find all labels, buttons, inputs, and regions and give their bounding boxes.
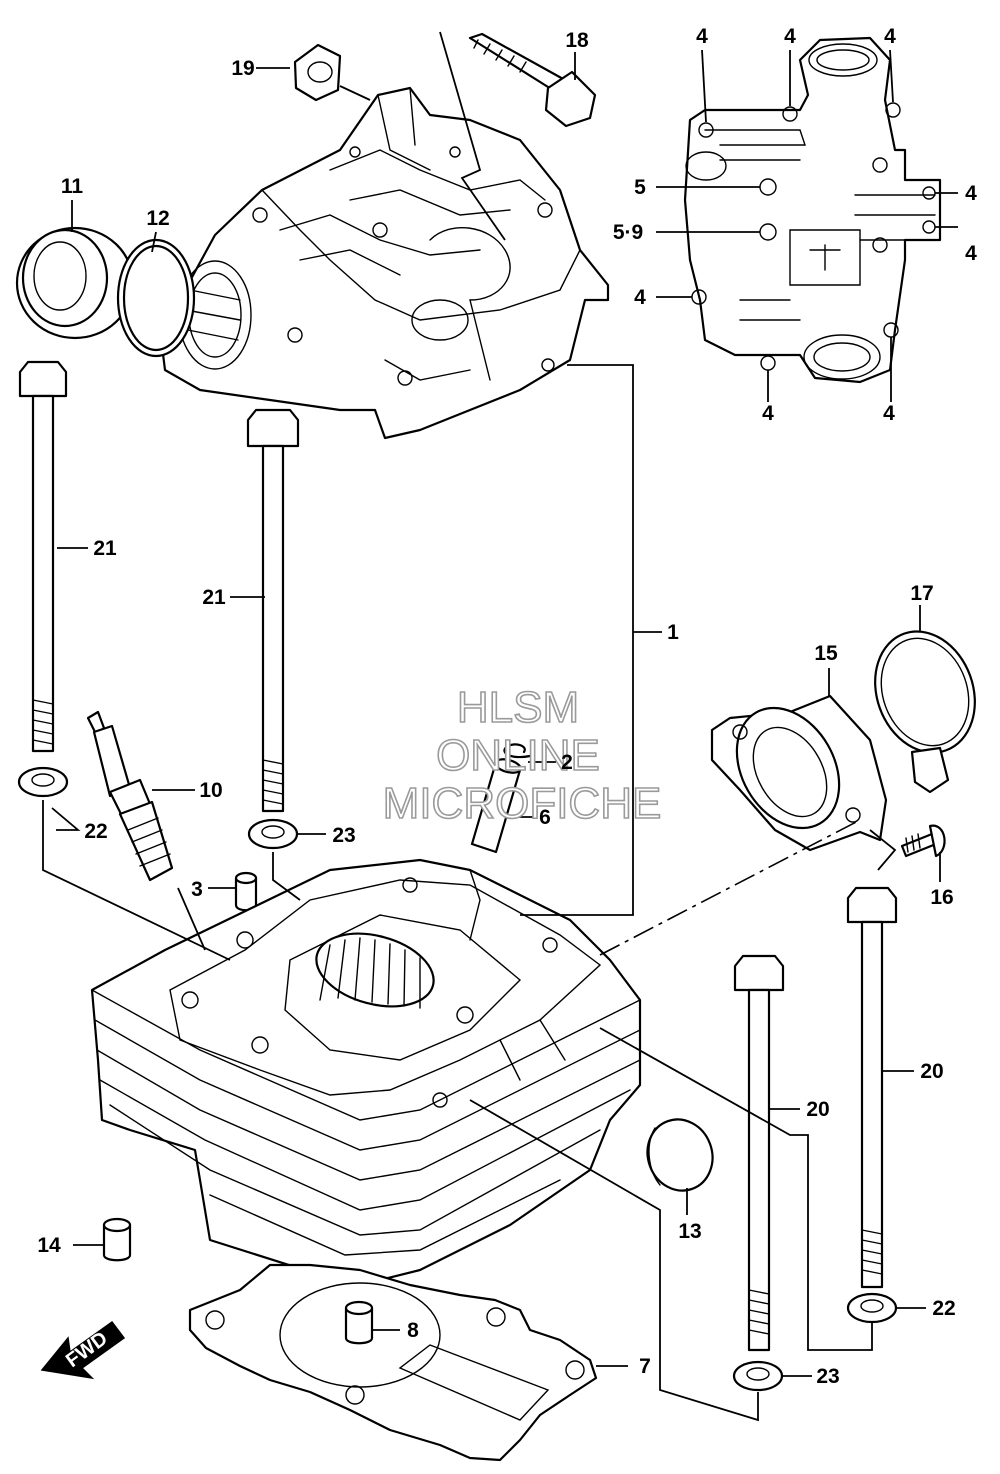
callout-21-b: 21 <box>202 586 226 609</box>
callout-17: 17 <box>910 582 933 605</box>
callout-4-h: 4 <box>883 402 895 425</box>
callout-4-g: 4 <box>762 402 774 425</box>
forward-direction-arrow: FWD <box>40 1320 126 1380</box>
leader-lines <box>51 49 958 1377</box>
callout-20-a: 20 <box>920 1060 943 1083</box>
assembly-lines <box>42 31 897 1422</box>
callout-23-b: 23 <box>816 1365 839 1388</box>
callout-23-a: 23 <box>332 824 355 847</box>
intake-pipe <box>710 694 888 852</box>
watermark: HLSM ONLINE MICROFICHE <box>382 682 662 829</box>
callout-11: 11 <box>61 175 84 198</box>
valve-guide-clip <box>503 743 532 759</box>
watermark-line-1: HLSM <box>457 683 579 732</box>
callout-22-b: 22 <box>932 1297 955 1320</box>
callout-19: 19 <box>231 57 254 80</box>
dowel-pin-lower <box>102 1217 132 1262</box>
sealing-plug <box>646 1118 714 1192</box>
cover-underside-view <box>683 36 942 384</box>
cylinder-head-gasket <box>188 1263 598 1462</box>
hose-clamp <box>874 630 976 794</box>
cover-bolt <box>468 32 597 128</box>
inspection-cap <box>15 226 135 340</box>
stud-bolt-left <box>18 360 68 753</box>
washer-left <box>17 766 69 798</box>
callout-2: 2 <box>561 751 573 774</box>
callout-12: 12 <box>146 207 169 230</box>
callout-7: 7 <box>639 1355 651 1378</box>
dowel-pin-gasket <box>344 1300 374 1345</box>
callout-8: 8 <box>407 1319 419 1342</box>
callout-4-c: 4 <box>884 25 896 48</box>
callout-21-a: 21 <box>93 537 117 560</box>
callout-3: 3 <box>191 878 203 901</box>
callout-4-e: 4 <box>965 242 977 265</box>
callout-4-d: 4 <box>965 182 977 205</box>
callout-1: 1 <box>667 621 679 644</box>
dowel-pin <box>234 871 258 912</box>
stud-bolt-right-front <box>733 954 785 1352</box>
cylinder-head <box>90 858 642 1282</box>
stud-bolt-right-rear <box>846 886 898 1289</box>
watermark-line-3: MICROFICHE <box>383 779 662 828</box>
o-ring <box>116 238 196 358</box>
callout-18: 18 <box>565 29 589 52</box>
callout-5: 5 <box>634 176 646 199</box>
callout-10: 10 <box>199 779 222 802</box>
callout-16: 16 <box>930 886 953 909</box>
washer-right-rear <box>846 1292 898 1324</box>
washer-right-front <box>732 1360 784 1392</box>
cylinder-head-cover <box>158 86 610 440</box>
mounting-screw <box>900 824 946 858</box>
watermark-line-2: ONLINE <box>436 731 600 780</box>
callout-5-9: 5·9 <box>613 221 643 244</box>
stud-bolt-middle <box>246 408 300 813</box>
callout-4-b: 4 <box>784 25 796 48</box>
callout-4-f: 4 <box>634 286 646 309</box>
cap-nut <box>293 43 342 102</box>
callout-numbers: 18 19 11 12 4 4 4 5 4 5·9 4 4 4 4 21 21 … <box>37 25 977 1388</box>
callout-22-a: 22 <box>84 820 107 843</box>
callout-15: 15 <box>814 642 838 665</box>
callout-20-b: 20 <box>806 1098 829 1121</box>
callout-14: 14 <box>37 1234 61 1257</box>
callout-13: 13 <box>678 1220 701 1243</box>
callout-4-a: 4 <box>696 25 708 48</box>
callout-6: 6 <box>539 806 551 829</box>
washer-middle <box>247 818 299 850</box>
valve-guide <box>470 758 522 854</box>
spark-plug <box>86 710 174 882</box>
